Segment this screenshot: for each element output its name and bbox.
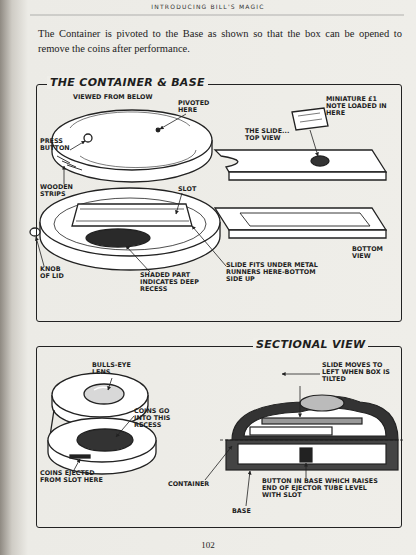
header-rule	[30, 15, 404, 16]
callout-label: PIVOTED HERE	[178, 100, 222, 114]
slide-top-view	[215, 108, 386, 180]
panel-heading: THE CONTAINER & BASE	[47, 76, 208, 89]
leader-line	[310, 130, 318, 156]
panel-subheading: VIEWED FROM BELOW	[73, 93, 153, 101]
slide-bottom-view	[215, 208, 386, 238]
open-container-drawing	[77, 429, 133, 451]
slide-top-view	[229, 172, 386, 180]
leader-line	[192, 226, 226, 266]
running-head: INTRODUCING BILL'S MAGIC	[0, 3, 416, 10]
lid-drawing	[52, 110, 212, 170]
callout-label: SHADED PART INDICATES DEEP RECESS	[140, 272, 216, 294]
open-container-drawing	[84, 384, 124, 404]
base-drawing	[40, 188, 220, 256]
lid-drawing	[80, 150, 196, 168]
sectional-drawing	[220, 440, 404, 441]
leader-line	[74, 459, 80, 470]
sectional-drawing	[232, 396, 398, 440]
lid-drawing	[52, 110, 212, 182]
slide-top-view	[215, 150, 386, 172]
leader-line	[160, 114, 186, 129]
open-container-drawing	[94, 387, 108, 390]
leader-line	[306, 463, 307, 478]
callout-label: WOODEN STRIPS	[40, 184, 80, 198]
leader-line	[108, 378, 112, 390]
sectional-drawing	[244, 408, 386, 436]
slide-bottom-view	[240, 213, 370, 226]
lid-drawing	[70, 112, 190, 128]
base-drawing	[54, 198, 206, 250]
sectional-drawing	[226, 440, 398, 470]
leader-line	[36, 237, 44, 266]
sectional-drawing	[220, 395, 404, 470]
body-text: The Container is pivoted to the Base as …	[38, 26, 402, 56]
slide-bottom-view	[215, 208, 386, 230]
base-drawing	[76, 209, 189, 221]
callout-label: THE SLIDE... TOP VIEW	[245, 128, 305, 142]
callout-label: KNOB OF LID	[40, 266, 72, 280]
callout-label: COINS EJECTED FROM SLOT HERE	[40, 470, 112, 484]
base-drawing	[72, 204, 192, 226]
callout-label: BUTTON IN BASE WHICH RAISES END OF EJECT…	[262, 478, 388, 500]
callout-label: COINS GO INTO THIS RECESS	[134, 408, 186, 430]
slide-bottom-view	[229, 230, 386, 238]
open-container-drawing	[70, 455, 90, 458]
leader-line	[36, 114, 320, 506]
base-drawing	[86, 229, 150, 247]
base-drawing	[30, 188, 220, 270]
callout-label: SLOT	[178, 186, 202, 193]
slide-top-view	[292, 108, 328, 130]
leader-line	[64, 166, 65, 184]
callout-label: BULLS-EYE LENS	[92, 362, 137, 376]
sectional-drawing	[238, 444, 386, 464]
leader-line	[126, 246, 150, 272]
callout-label: CONTAINER	[168, 481, 216, 488]
leader-line	[205, 446, 232, 480]
leader-line	[176, 193, 182, 214]
sectional-drawing	[250, 427, 332, 435]
leader-line	[70, 141, 85, 150]
lid-drawing	[57, 156, 82, 170]
panel-frame: THE CONTAINER & BASEVIEWED FROM BELOW	[36, 84, 402, 322]
callout-label: BOTTOM VIEW	[352, 246, 396, 260]
lid-drawing	[84, 134, 92, 142]
leader-line	[246, 471, 250, 506]
callout-label: MINIATURE £1 NOTE LOADED IN HERE	[326, 96, 396, 118]
callout-label: BASE	[232, 508, 262, 515]
slide-top-view	[298, 113, 322, 122]
callout-label: SLIDE MOVES TO LEFT WHEN BOX IS TILTED	[322, 362, 398, 384]
leader-line	[282, 374, 320, 375]
callout-label: SLIDE FITS UNDER METAL RUNNERS HERE-BOTT…	[226, 262, 332, 284]
leader-line	[300, 386, 301, 417]
slide-top-view	[311, 156, 329, 166]
page-number: 102	[193, 540, 223, 550]
sectional-drawing	[262, 418, 362, 424]
open-container-drawing	[52, 373, 148, 417]
base-drawing	[30, 228, 40, 236]
lid-drawing	[156, 128, 160, 132]
callout-label: PRESS BUTTON	[40, 138, 76, 152]
sectional-drawing	[300, 448, 312, 462]
leader-line	[116, 416, 134, 437]
sectional-drawing	[300, 395, 344, 411]
panel-heading: SECTIONAL VIEW	[253, 338, 368, 351]
